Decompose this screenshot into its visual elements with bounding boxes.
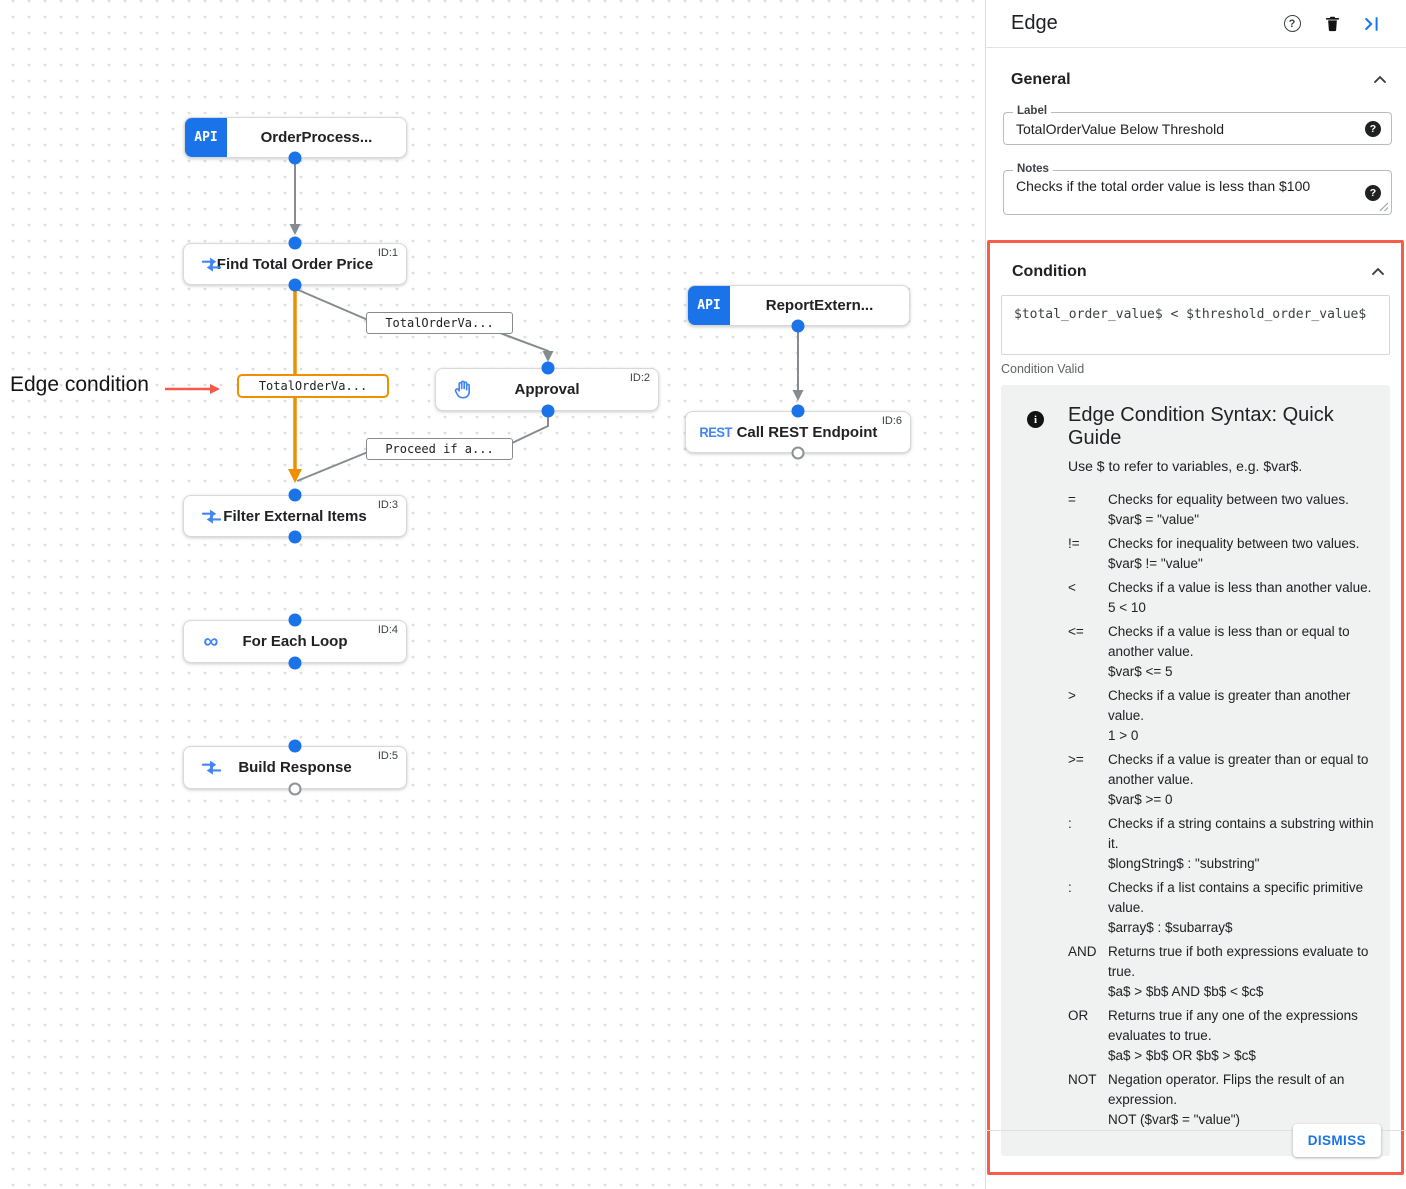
node-label: Build Response	[238, 759, 352, 776]
node-label: ReportExtern...	[765, 297, 874, 314]
connector-dot[interactable]	[288, 278, 302, 292]
condition-heading: Condition	[1012, 263, 1087, 280]
help-icon[interactable]: ?	[1280, 12, 1304, 36]
general-section-header[interactable]: General	[1011, 70, 1390, 90]
edge-label-selected-condition[interactable]: TotalOrderVa...	[237, 374, 389, 398]
notes-field-label: Notes	[1013, 163, 1053, 175]
edge-approval-out-a[interactable]	[511, 411, 549, 444]
label-field[interactable]: Label TotalOrderValue Below Threshold ?	[1003, 105, 1392, 145]
edges-layer	[165, 158, 804, 483]
collapse-panel-icon[interactable]	[1360, 12, 1384, 36]
connector-dot[interactable]	[288, 151, 302, 165]
connector-dot[interactable]	[791, 404, 805, 418]
node-label: Find Total Order Price	[216, 255, 374, 273]
condition-valid-status: Condition Valid	[1001, 362, 1085, 376]
node-build-response[interactable]: ID:5 Build Response	[183, 746, 407, 789]
workflow-canvas[interactable]: API OrderProcess... ID:1 Find Total Orde…	[0, 0, 985, 1189]
node-id-badge: ID:4	[377, 624, 398, 636]
edge-approval-out-b[interactable]	[296, 451, 369, 482]
edge-label-from-approval[interactable]: Proceed if a...	[366, 438, 513, 460]
label-field-value[interactable]: TotalOrderValue Below Threshold	[1016, 120, 1225, 137]
node-id-badge: ID:3	[377, 499, 398, 511]
connector-dot[interactable]	[288, 488, 302, 502]
edge-condition-annotation: Edge condition	[10, 373, 149, 396]
connector-dot[interactable]	[791, 319, 805, 333]
node-id-badge: ID:2	[629, 372, 650, 384]
loop-infinity-icon: ∞	[203, 630, 219, 653]
chevron-up-icon[interactable]	[1370, 70, 1390, 90]
node-find-total-order-price[interactable]: ID:1 Find Total Order Price	[183, 243, 407, 285]
resize-handle-icon[interactable]	[1379, 202, 1388, 211]
connector-dot[interactable]	[288, 613, 302, 627]
guide-row: =Checks for equality between two values.…	[1068, 492, 1349, 527]
api-badge-label: API	[194, 130, 218, 145]
node-label: Call REST Endpoint	[736, 423, 878, 441]
node-label: Approval	[514, 381, 580, 398]
guide-row: :Checks if a list contains a specific pr…	[1068, 880, 1364, 935]
node-label: Filter External Items	[223, 507, 367, 525]
general-heading: General	[1011, 71, 1071, 88]
guide-row: >Checks if a value is greater than anoth…	[1068, 688, 1351, 743]
delete-icon[interactable]	[1320, 12, 1344, 36]
connector-dot-open[interactable]	[288, 782, 302, 796]
rest-icon: REST	[699, 424, 733, 440]
approval-hand-icon	[451, 378, 475, 402]
node-trigger-reportextern[interactable]: API ReportExtern...	[687, 285, 910, 326]
data-mapping-icon	[199, 252, 223, 276]
condition-section-header[interactable]: Condition	[1012, 262, 1388, 282]
node-for-each-loop[interactable]: ID:4 ∞ For Each Loop	[183, 620, 407, 663]
node-id-badge: ID:5	[377, 750, 398, 762]
node-id-badge: ID:1	[377, 247, 398, 259]
node-label: OrderProcess...	[260, 129, 373, 146]
edge-config-panel: Edge ? General Label TotalOrderValue Bel…	[985, 0, 1406, 1189]
notes-field[interactable]: Notes Checks if the total order value is…	[1003, 163, 1392, 215]
chevron-up-icon[interactable]	[1368, 262, 1388, 282]
label-help-icon[interactable]: ?	[1365, 120, 1381, 137]
node-filter-external-items[interactable]: ID:3 Filter External Items	[183, 495, 407, 537]
edge-branch-to-approval-a[interactable]	[295, 288, 369, 321]
guide-rows: =Checks for equality between two values.…	[1068, 490, 1380, 1130]
node-approval[interactable]: ID:2 Approval	[435, 368, 659, 411]
connector-dot[interactable]	[541, 361, 555, 375]
node-id-badge: ID:6	[881, 415, 902, 427]
api-trigger-icon: API	[688, 286, 730, 325]
guide-row: !=Checks for inequality between two valu…	[1068, 536, 1360, 571]
guide-row: <=Checks if a value is less than or equa…	[1068, 624, 1350, 679]
edge-label-to-approval[interactable]: TotalOrderVa...	[366, 312, 513, 334]
guide-subtitle: Use $ to refer to variables, e.g. $var$.	[1068, 458, 1303, 474]
guide-row: >=Checks if a value is greater than or e…	[1068, 752, 1369, 807]
api-trigger-icon: API	[185, 118, 227, 157]
edge-branch-to-approval-b[interactable]	[499, 332, 554, 362]
connector-dot[interactable]	[288, 236, 302, 250]
guide-title: Edge Condition Syntax: Quick Guide	[1068, 404, 1334, 449]
label-field-label: Label	[1013, 105, 1052, 117]
connector-dot-open[interactable]	[791, 446, 805, 460]
guide-row: :Checks if a string contains a substring…	[1068, 816, 1374, 871]
connector-dot[interactable]	[288, 656, 302, 670]
syntax-quick-guide: i Edge Condition Syntax: Quick Guide Use…	[1001, 385, 1390, 1156]
panel-title: Edge	[1011, 12, 1058, 34]
notes-field-value[interactable]: Checks if the total order value is less …	[1016, 178, 1311, 194]
api-badge-label: API	[697, 298, 721, 313]
data-mapping-icon	[199, 756, 223, 780]
panel-header: Edge ?	[986, 0, 1406, 48]
node-trigger-orderprocess[interactable]: API OrderProcess...	[184, 117, 407, 158]
connector-dot[interactable]	[288, 530, 302, 544]
condition-expression-input[interactable]: $total_order_value$ < $threshold_order_v…	[1001, 295, 1390, 355]
data-mapping-icon	[199, 504, 223, 528]
connector-dot[interactable]	[541, 404, 555, 418]
node-label: For Each Loop	[242, 633, 348, 650]
condition-callout: Condition $total_order_value$ < $thresho…	[987, 240, 1404, 1175]
connector-dot[interactable]	[288, 739, 302, 753]
dismiss-button[interactable]: DISMISS	[1292, 1124, 1381, 1157]
panel-footer-divider	[986, 1130, 1406, 1131]
info-icon: i	[1027, 411, 1044, 428]
guide-row: <Checks if a value is less than another …	[1068, 580, 1372, 615]
notes-help-icon[interactable]: ?	[1365, 185, 1381, 201]
